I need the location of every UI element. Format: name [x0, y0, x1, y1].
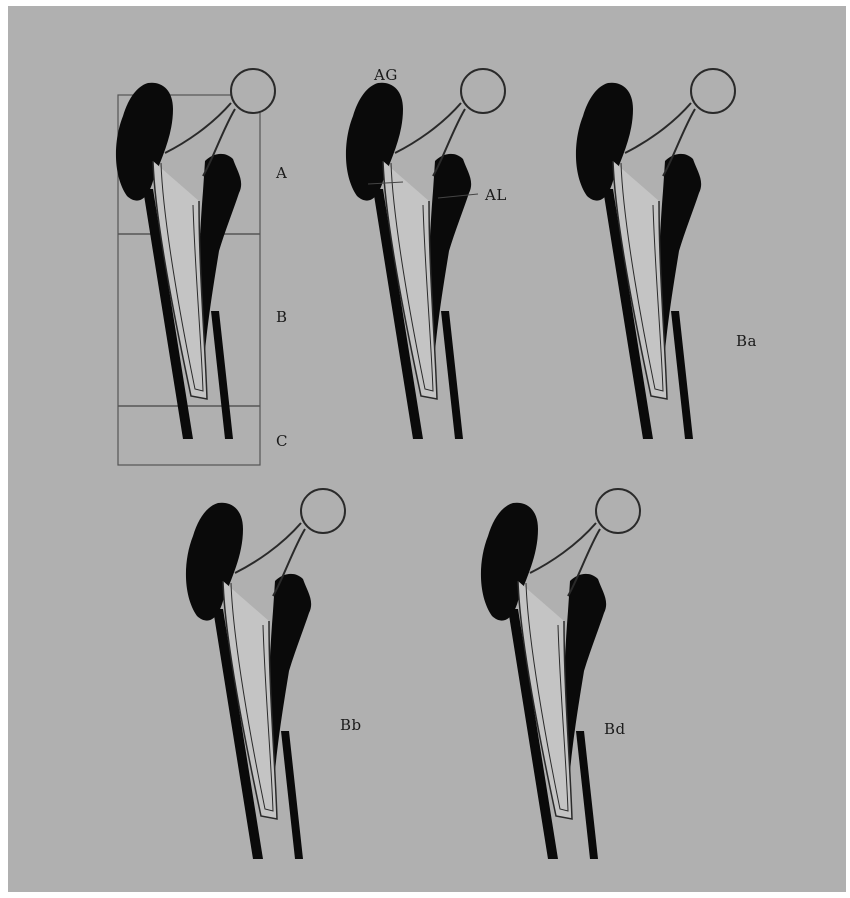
- femur-panel-3: [576, 69, 735, 439]
- zone-c-label: C: [276, 432, 288, 450]
- femur-panel-4: [186, 489, 345, 859]
- femur-diagram-figure: A B C AG AL Ba Bb Bd: [8, 6, 846, 892]
- zone-a-label: A: [276, 164, 287, 182]
- figure-canvas: [8, 6, 846, 892]
- panel-5-label: Bd: [604, 720, 626, 738]
- lesser-trochanter-label: AL: [485, 186, 507, 204]
- panel-4-label: Bb: [340, 716, 362, 734]
- femur-panel-2: [346, 69, 505, 439]
- zone-b-label: B: [276, 308, 288, 326]
- panel-3-label: Ba: [736, 332, 757, 350]
- femur-panel-1: [116, 69, 275, 465]
- greater-trochanter-label: AG: [374, 66, 398, 84]
- femur-panel-5: [481, 489, 640, 859]
